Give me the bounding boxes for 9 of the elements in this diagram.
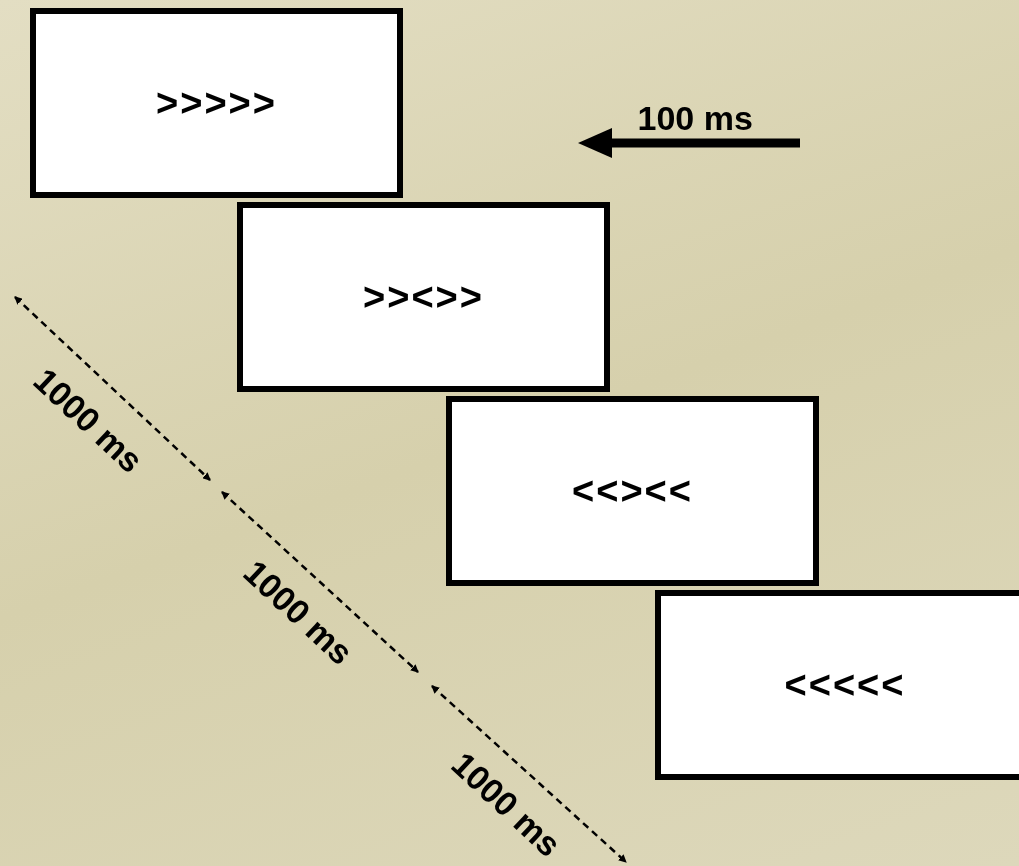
flanker-stimulus: <<><< bbox=[572, 469, 693, 513]
duration-label: 100 ms bbox=[637, 98, 753, 138]
screen-frame bbox=[655, 590, 1019, 780]
flanker-stimulus: >><>> bbox=[363, 275, 484, 319]
screen-frame bbox=[30, 8, 403, 198]
flanker-stimulus: >>>>> bbox=[156, 81, 277, 125]
screen-frame bbox=[237, 202, 610, 392]
screen-frame bbox=[446, 396, 819, 586]
flanker-stimulus: <<<<< bbox=[784, 663, 906, 707]
